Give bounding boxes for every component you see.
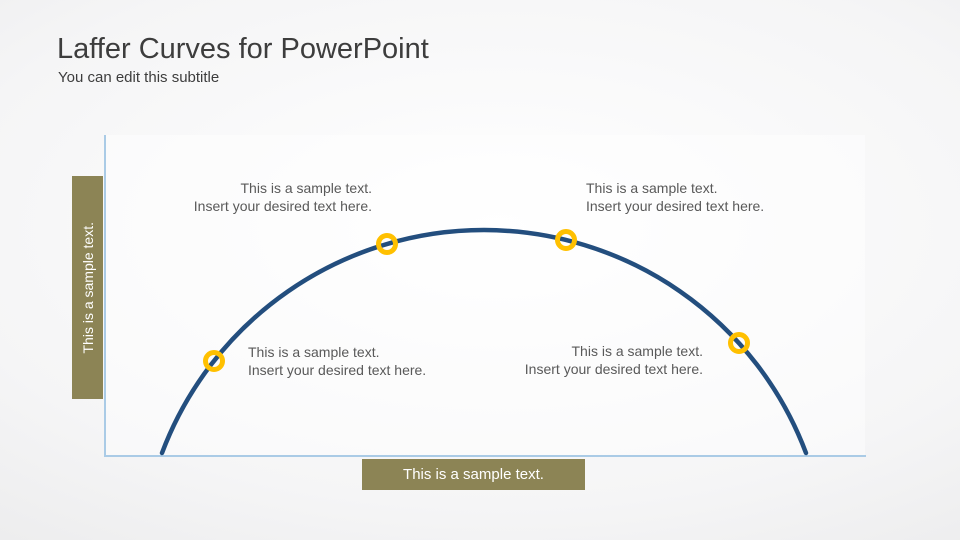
callout-top-left[interactable]: This is a sample text. Insert your desir…: [194, 179, 372, 215]
slide-title[interactable]: Laffer Curves for PowerPoint: [57, 33, 429, 65]
callout-line1: This is a sample text.: [248, 344, 380, 360]
curve-marker-top-left[interactable]: [376, 233, 398, 255]
callout-top-right[interactable]: This is a sample text. Insert your desir…: [586, 179, 764, 215]
callout-bottom-left[interactable]: This is a sample text. Insert your desir…: [248, 343, 426, 379]
callout-bottom-right[interactable]: This is a sample text. Insert your desir…: [525, 342, 703, 378]
curve-marker-bottom-right[interactable]: [728, 332, 750, 354]
curve-marker-bottom-left[interactable]: [203, 350, 225, 372]
callout-line1: This is a sample text.: [571, 343, 704, 359]
plot-area: [105, 135, 865, 455]
callout-line2: Insert your desired text here.: [193, 198, 372, 214]
x-axis-line: [104, 455, 866, 457]
x-axis-label-bar[interactable]: This is a sample text.: [362, 459, 585, 490]
curve-marker-top-right[interactable]: [555, 229, 577, 251]
callout-line2: Insert your desired text here.: [248, 362, 427, 378]
callout-line1: This is a sample text.: [586, 180, 718, 196]
callout-line2: Insert your desired text here.: [524, 361, 703, 377]
curve-line: [159, 227, 809, 456]
x-axis-label: This is a sample text.: [403, 466, 544, 483]
slide-subtitle[interactable]: You can edit this subtitle: [58, 69, 220, 86]
callout-line2: Insert your desired text here.: [586, 198, 765, 214]
y-axis-line: [104, 135, 106, 457]
callout-line1: This is a sample text.: [240, 180, 373, 196]
y-axis-label-bar[interactable]: This is a sample text.: [72, 176, 103, 399]
